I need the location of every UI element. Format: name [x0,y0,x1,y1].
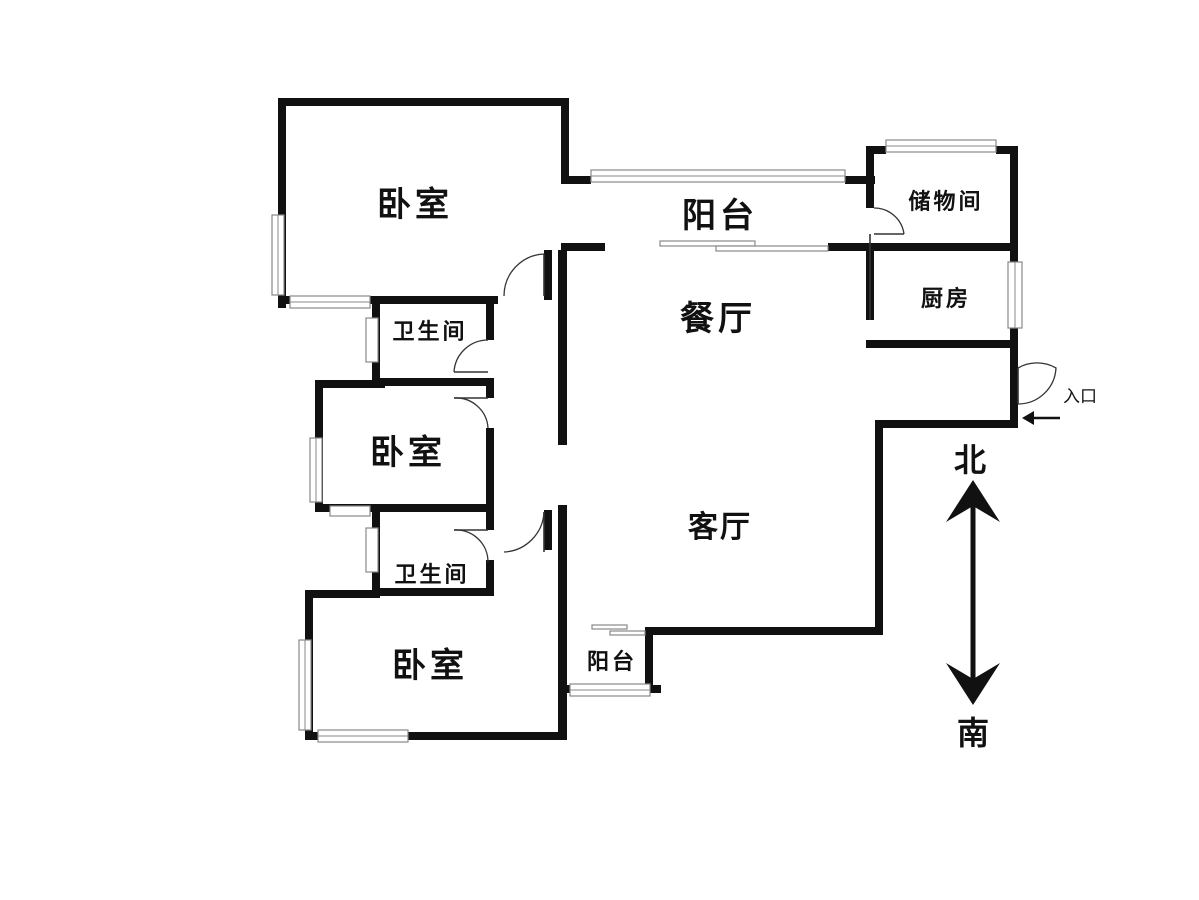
bathroom-2-label: 卫生间 [394,563,469,588]
windows [271,139,1023,743]
entrance-label: 入口 [1063,387,1097,407]
entrance-arrow-icon [1022,411,1060,425]
compass-north-label: 北 [954,441,986,479]
compass-arrow-icon [946,480,1000,705]
doors [453,207,1057,563]
compass-south-label: 南 [957,714,989,752]
bedroom-bottom-label: 卧室 [392,646,468,686]
bathroom-1-label: 卫生间 [392,320,467,345]
living-label: 客厅 [688,510,752,545]
dining-label: 餐厅 [680,299,756,339]
storage-label: 储物间 [908,189,983,215]
balcony-south-label: 阳台 [587,649,637,675]
kitchen-label: 厨房 [921,286,971,312]
balcony-north-label: 阳台 [682,196,758,236]
bedroom-top-label: 卧室 [377,185,453,225]
bedroom-middle-label: 卧室 [370,433,446,473]
